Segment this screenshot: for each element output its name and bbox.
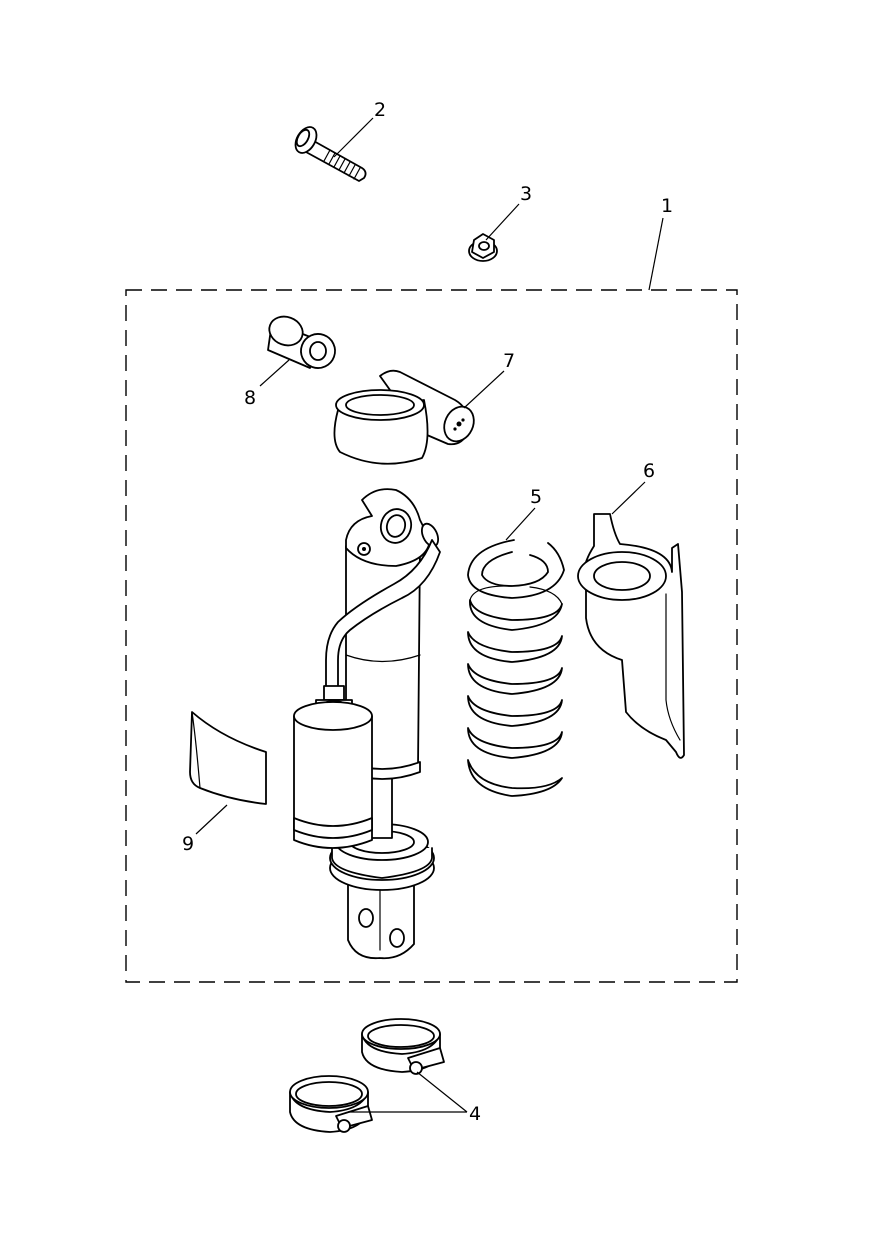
callout-1: 1 <box>661 195 673 217</box>
callout-4: 4 <box>469 1103 481 1125</box>
kit-boundary-box <box>125 289 738 983</box>
coil-spring[interactable] <box>467 539 565 797</box>
shock-absorber[interactable] <box>293 488 441 960</box>
callout-3: 3 <box>520 183 532 205</box>
flange-nut[interactable] <box>468 233 498 262</box>
callout-6: 6 <box>643 460 655 482</box>
callout-2: 2 <box>374 99 386 121</box>
callout-7: 7 <box>503 350 515 372</box>
mud-guard[interactable] <box>577 513 685 759</box>
callout-5: 5 <box>530 486 542 508</box>
hose-clamp-lower[interactable] <box>289 1075 373 1133</box>
top-mount[interactable] <box>333 369 479 465</box>
bush[interactable] <box>265 312 340 373</box>
callout-8: 8 <box>244 387 256 409</box>
heat-shield[interactable] <box>189 711 267 805</box>
bolt[interactable] <box>291 123 367 182</box>
hose-clamp-upper[interactable] <box>361 1018 445 1075</box>
leader-lines <box>195 117 664 1113</box>
callout-9: 9 <box>182 833 194 855</box>
